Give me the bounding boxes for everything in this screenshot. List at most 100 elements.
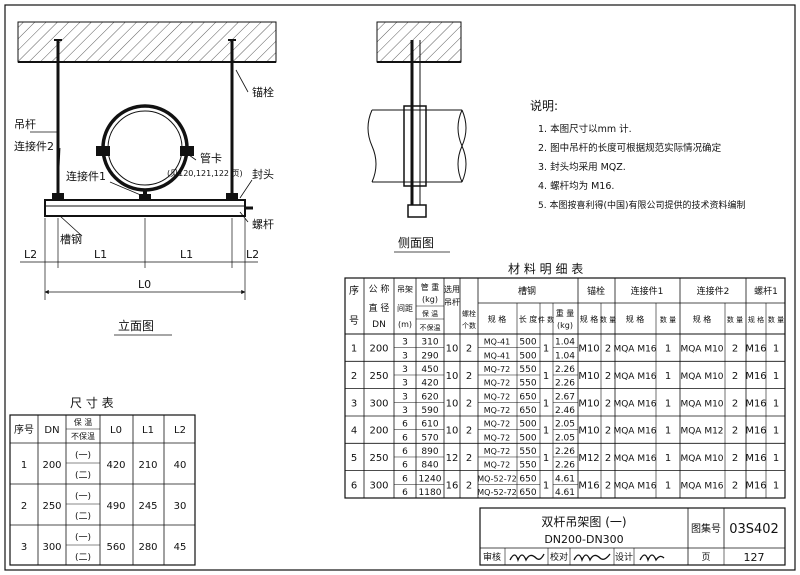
mat-cell-r: 12 <box>446 453 459 464</box>
mat-cell-w: 610 <box>421 420 438 430</box>
dim-cell: 200 <box>42 460 61 471</box>
mat-cell-dn: 200 <box>369 344 388 355</box>
mat-cell-no: 4 <box>351 426 357 437</box>
mat-cell-ch: MQ-72 <box>484 392 511 401</box>
mat-hdr-rod-spec: 规 格 <box>748 315 764 324</box>
mat-cell-rd: M16 <box>745 453 766 464</box>
mat-cell-wt: 2.26 <box>555 461 575 471</box>
mat-hdr-ch-qty: 件 数 <box>538 315 554 324</box>
dim-cell: (二) <box>75 512 91 522</box>
dim-l2-right: L2 <box>246 248 259 261</box>
mat-hdr-bolt-top: 螺栓 <box>462 309 476 318</box>
mat-cell-sp: 6 <box>402 433 408 443</box>
mat-hdr-anchor: 锚栓 <box>587 285 605 297</box>
mat-cell-c1q: 1 <box>665 453 671 464</box>
mat-cell-q: 1 <box>543 371 549 382</box>
label-end-cap: 封头 <box>252 167 274 181</box>
dim-cell: 280 <box>138 542 157 553</box>
mat-cell-c2: MQA M16 <box>680 481 723 491</box>
mat-hdr-anchor-spec: 规 格 <box>580 314 599 324</box>
mat-cell-rq: 1 <box>773 371 779 382</box>
mat-cell-dn: 250 <box>369 453 388 464</box>
mat-cell-aq: 2 <box>605 344 611 355</box>
mat-cell-ch: MQ-72 <box>484 461 511 470</box>
mat-cell-c1: MQA M16 <box>613 481 656 491</box>
mat-hdr-conn2-qty: 数 量 <box>727 315 743 324</box>
dim-cell: (一) <box>75 533 91 543</box>
dim-hdr-l0: L0 <box>110 425 122 436</box>
dimension-table: 尺 寸 表 序号 DN 保 温 不保温 L0 L1 L2 1 200 (一) (… <box>9 396 196 566</box>
mat-cell-r: 10 <box>446 371 459 382</box>
mat-cell-rq: 1 <box>773 398 779 409</box>
dim-hdr-l2: L2 <box>174 425 186 436</box>
mat-cell-c2: MQA M10 <box>680 345 723 355</box>
note-2: 2. 图中吊杆的长度可根据规范实际情况确定 <box>538 142 722 154</box>
clamp-ear-left <box>96 146 110 156</box>
mat-hdr-rod: 螺杆1 <box>754 285 778 297</box>
mat-cell-ch: MQ-52-72 <box>477 474 517 483</box>
mat-cell-rd: M16 <box>745 344 766 355</box>
mat-cell-c2q: 2 <box>732 480 738 491</box>
mat-cell-rq: 1 <box>773 453 779 464</box>
mat-cell-a: M10 <box>578 398 599 409</box>
mat-cell-wt: 2.67 <box>555 392 575 402</box>
note-1: 1. 本图尺寸以mm 计. <box>538 123 632 135</box>
mat-hdr-no-bottom: 号 <box>349 315 359 327</box>
dim-cell: 210 <box>138 460 157 471</box>
note-4: 4. 螺杆均为 M16. <box>538 180 614 192</box>
dim-l1-left: L1 <box>94 248 107 261</box>
dim-cell: 3 <box>21 542 27 553</box>
mat-cell-b: 2 <box>466 398 472 409</box>
mat-cell-wt: 1.04 <box>555 338 575 348</box>
mat-hdr-sp-mid: 间距 <box>397 304 413 313</box>
dim-cell: 1 <box>21 460 27 471</box>
mat-cell-wt: 2.05 <box>555 420 575 430</box>
mat-cell-len: 650 <box>519 392 536 402</box>
tb-page-no: 127 <box>744 551 765 564</box>
mat-cell-ch: MQ-41 <box>484 351 511 360</box>
mat-cell-wt: 2.26 <box>555 365 575 375</box>
mat-hdr-dn-mid: 直 径 <box>369 302 390 314</box>
dim-cell: 245 <box>138 501 157 512</box>
mat-cell-dn: 300 <box>369 480 388 491</box>
mat-cell-b: 2 <box>466 453 472 464</box>
mat-cell-sp: 3 <box>402 406 408 416</box>
mat-cell-len: 550 <box>519 447 536 457</box>
dim-cell: 490 <box>106 501 125 512</box>
label-channel: 槽钢 <box>60 233 82 246</box>
mat-cell-b: 2 <box>466 480 472 491</box>
mat-cell-no: 5 <box>351 453 357 464</box>
mat-cell-c1q: 1 <box>665 344 671 355</box>
mat-cell-wt: 2.46 <box>555 406 575 416</box>
material-table: 材 料 明 细 表 序 号 公 称 直 径 DN 吊架 间距 (m) 管 重 <box>344 262 786 499</box>
mat-cell-c1: MQA M16 <box>613 372 656 382</box>
mat-cell-c1q: 1 <box>665 398 671 409</box>
mat-cell-c2: MQA M12 <box>680 427 723 437</box>
sheet-border <box>4 4 796 571</box>
dim-cell: 420 <box>106 460 125 471</box>
dim-table-title: 尺 寸 表 <box>70 396 114 410</box>
mat-cell-ch: MQ-72 <box>484 420 511 429</box>
dim-cell: (一) <box>75 451 91 461</box>
dim-cell: (一) <box>75 492 91 502</box>
dim-cell: 250 <box>42 501 61 512</box>
tb-atlas-no: 03S402 <box>729 522 779 537</box>
dim-hdr-insul: 保 温 <box>74 417 93 427</box>
mat-hdr-conn2: 连接件2 <box>697 285 730 297</box>
mat-cell-wt: 4.61 <box>555 474 575 484</box>
side-clamp <box>403 105 427 187</box>
mat-cell-a: M10 <box>578 371 599 382</box>
tb-page-label: 页 <box>701 552 710 563</box>
mat-hdr-ch-len: 长 度 <box>519 314 538 324</box>
mat-cell-c1: MQA M16 <box>613 427 656 437</box>
mat-hdr-rod-bottom: 吊杆 <box>444 297 460 307</box>
dim-cell: (二) <box>75 471 91 481</box>
mat-cell-c2q: 2 <box>732 453 738 464</box>
mat-hdr-w-noins: 不保温 <box>420 323 441 332</box>
mat-cell-c2q: 2 <box>732 398 738 409</box>
mat-cell-w: 290 <box>421 351 438 361</box>
